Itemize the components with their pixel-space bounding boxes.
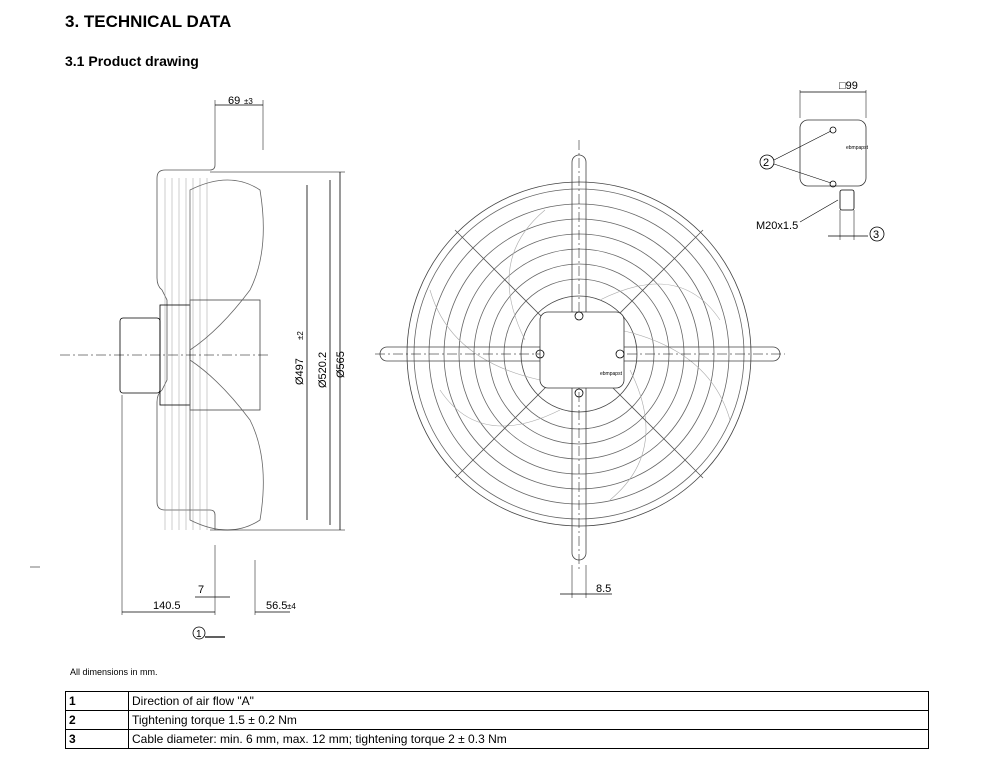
- dim-99: □99: [839, 80, 858, 92]
- callout-circle: [192, 626, 206, 640]
- dim-497: Ø497: [294, 358, 306, 385]
- dim-8-5: 8.5: [596, 583, 611, 595]
- dim-56-tol: ±4: [287, 602, 296, 611]
- brand-label-small: ebmpapst: [846, 145, 869, 151]
- front-view: [375, 140, 785, 598]
- dim-497-tol: ±2: [296, 331, 305, 340]
- terminal-box-detail: [759, 90, 885, 242]
- dim-69: 69: [228, 95, 240, 107]
- dimensions-note: All dimensions in mm.: [70, 667, 158, 677]
- legend-text: Direction of air flow "A": [128, 691, 929, 711]
- brand-label: ebmpapst: [600, 371, 623, 377]
- callout-3: 3: [873, 229, 879, 241]
- dim-56: 56.5: [266, 600, 287, 612]
- dim-565: Ø565: [335, 351, 347, 378]
- dim-69-tol: ±3: [244, 97, 253, 106]
- side-view: [60, 100, 345, 640]
- dim-520: Ø520.2: [317, 352, 329, 388]
- subsection-title: 3.1 Product drawing: [65, 53, 199, 69]
- legend-num: 2: [65, 710, 129, 730]
- callout-1: 1: [196, 629, 202, 640]
- legend-text: Cable diameter: min. 6 mm, max. 12 mm; t…: [128, 729, 929, 749]
- dim-7: 7: [198, 584, 204, 596]
- legend-text: Tightening torque 1.5 ± 0.2 Nm: [128, 710, 929, 730]
- callout-2: 2: [763, 157, 769, 169]
- legend-num: 3: [65, 729, 129, 749]
- thread-label: M20x1.5: [756, 220, 798, 232]
- dim-140: 140.5: [153, 600, 181, 612]
- section-title: 3. TECHNICAL DATA: [65, 12, 232, 31]
- legend-num: 1: [65, 691, 129, 711]
